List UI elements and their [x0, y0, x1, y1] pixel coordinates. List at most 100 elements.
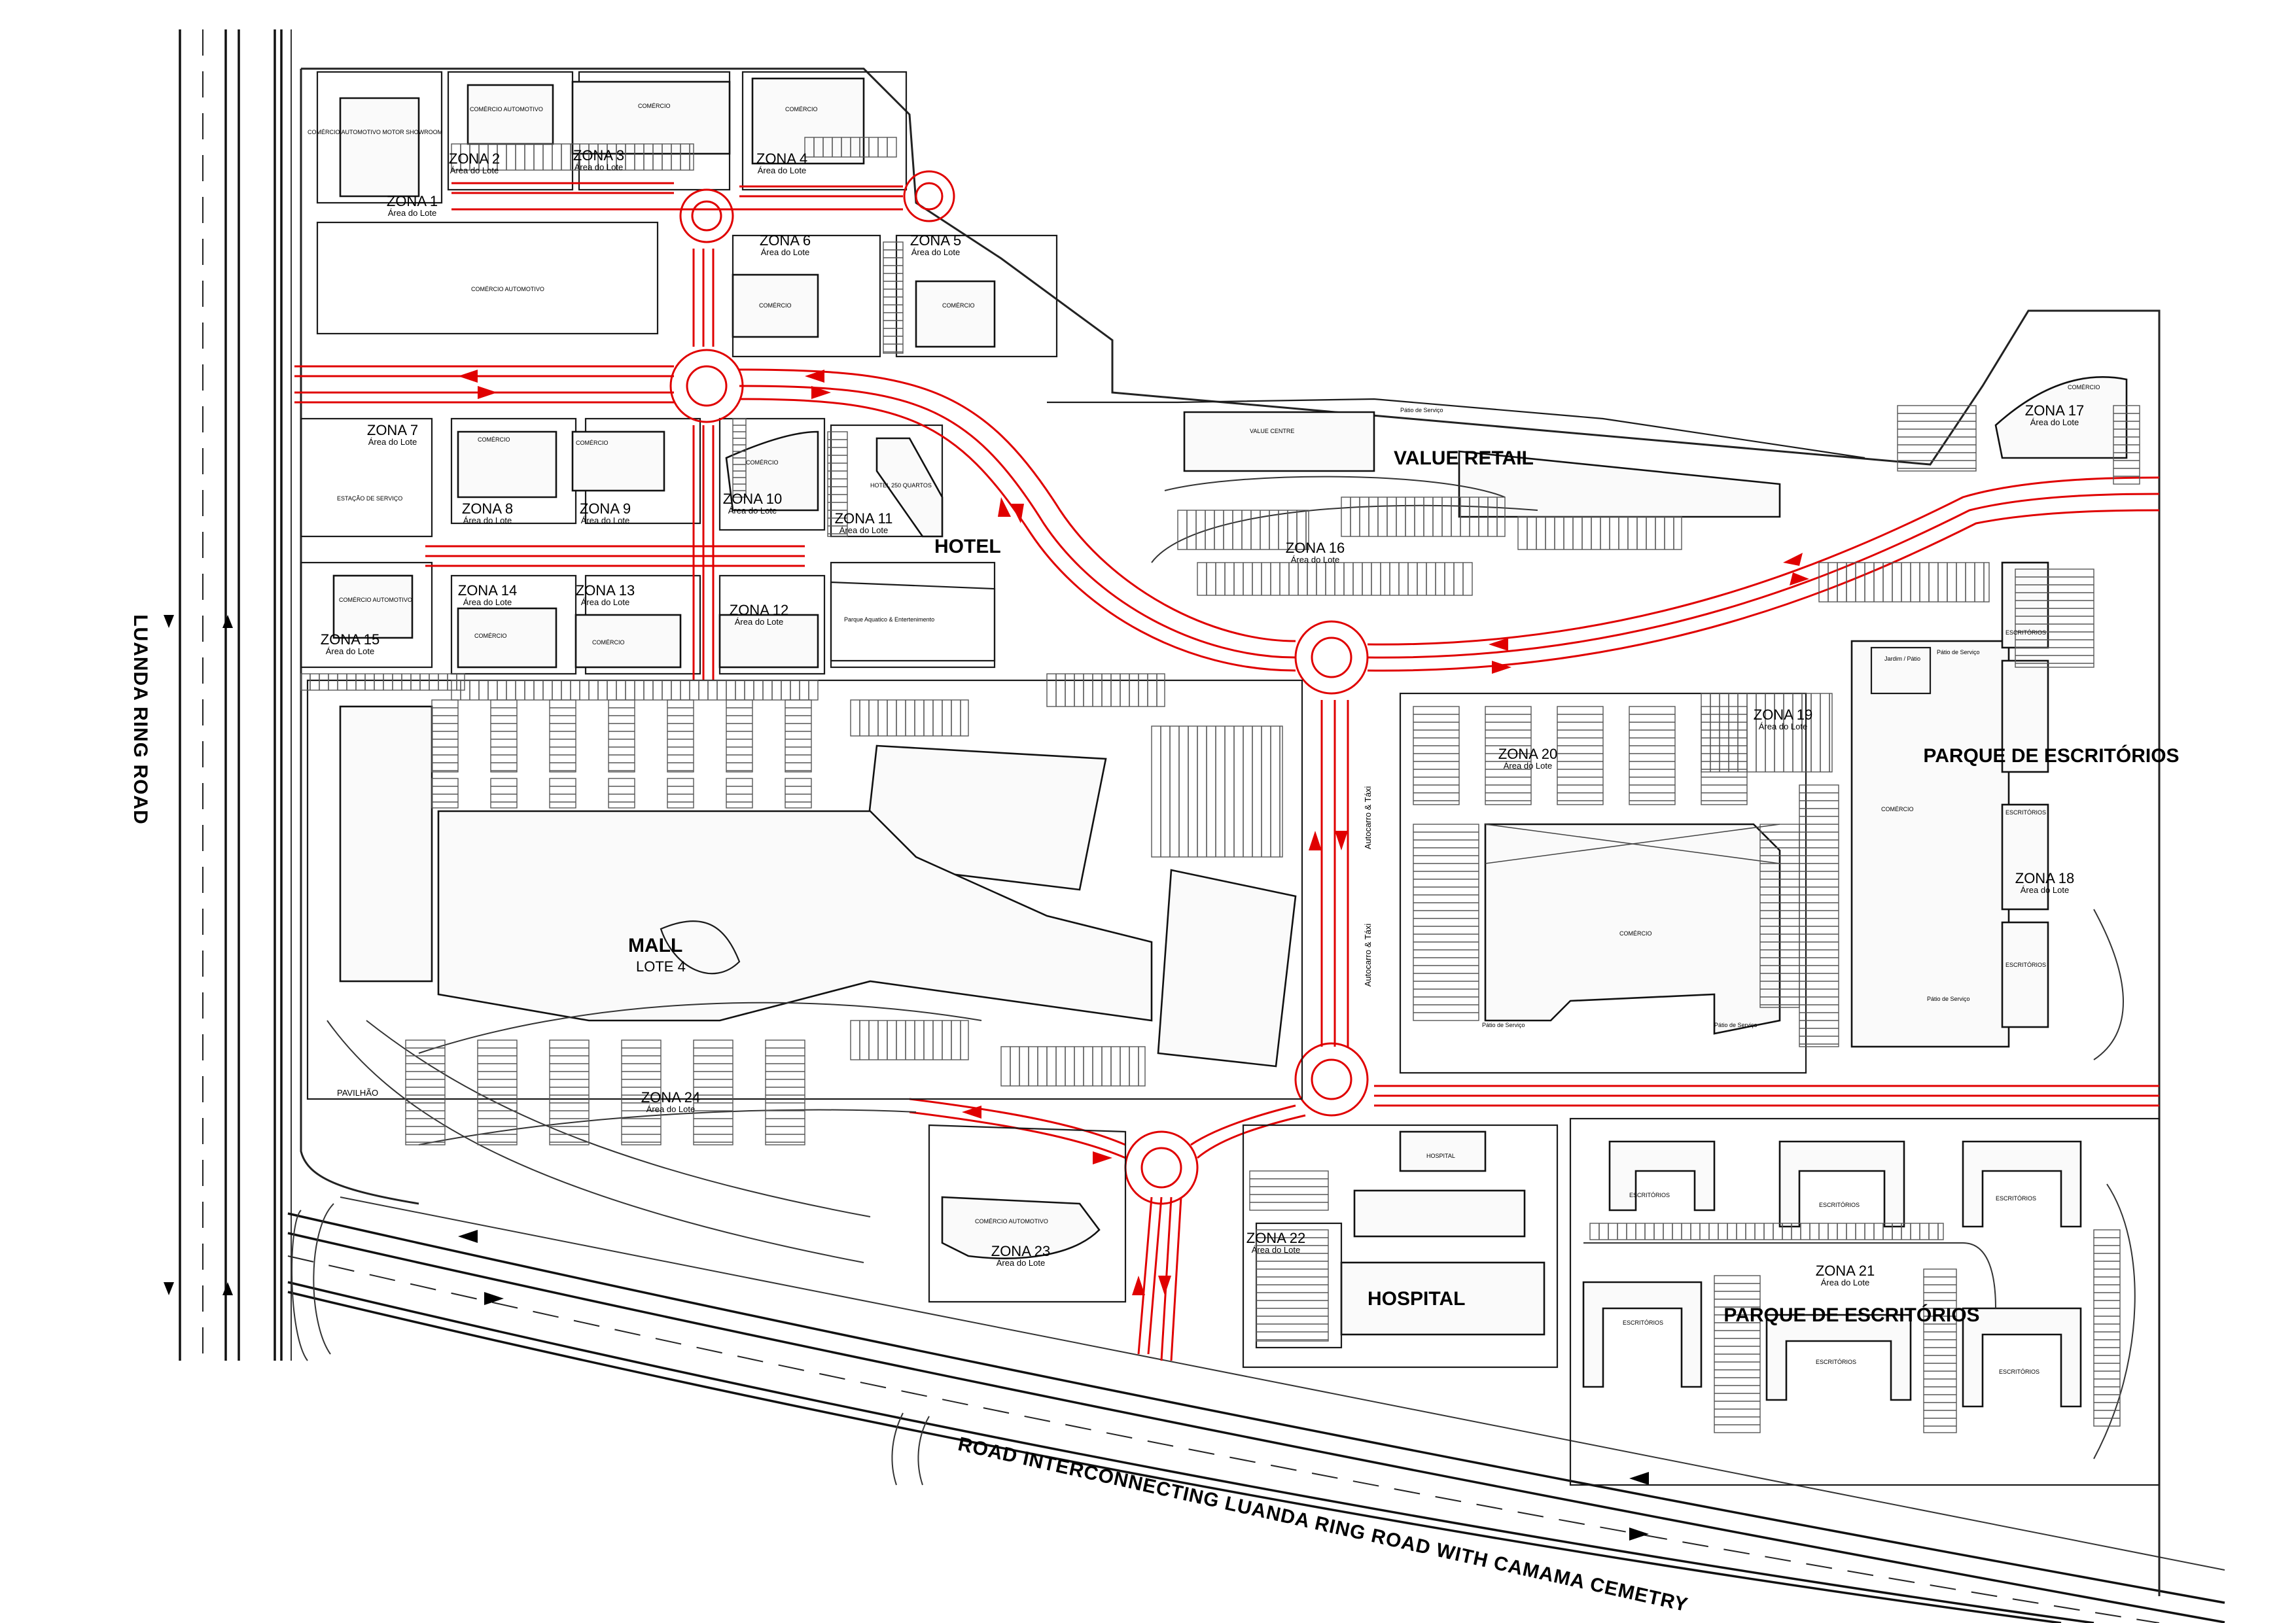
parking-block-48	[2093, 1229, 2121, 1427]
zone-sublabel-z7: Área do Lote	[368, 437, 417, 447]
parking-block-53	[827, 431, 848, 537]
zone-label-z13: ZONA 13	[576, 582, 635, 599]
zone-sublabel-z22: Área do Lote	[1252, 1245, 1300, 1255]
zone-sublabel-z9: Área do Lote	[581, 515, 629, 525]
bld-comercio-z8: COMÉRCIO	[478, 436, 510, 443]
parking-block-31	[1413, 824, 1479, 1021]
parking-block-32	[1759, 824, 1800, 1008]
roundabout-south	[1294, 1042, 1369, 1117]
parking-block-22	[693, 1039, 733, 1145]
bld-escritorios-s6: ESCRITÓRIOS	[1999, 1369, 2040, 1375]
parking-block-5	[549, 699, 576, 773]
zone-sublabel-z8: Área do Lote	[463, 515, 512, 525]
parking-block-14	[785, 778, 812, 809]
bld-comercio-z4: COMÉRCIO	[785, 106, 818, 113]
parking-block-55	[300, 673, 465, 691]
parking-block-18	[405, 1039, 446, 1145]
parking-block-23	[765, 1039, 805, 1145]
bld-hospital-small: HOSPITAL	[1426, 1153, 1455, 1159]
parking-block-27	[1485, 706, 1532, 805]
zone-sublabel-z18: Área do Lote	[2021, 885, 2069, 895]
zone-sublabel-z6: Área do Lote	[761, 247, 809, 257]
zone-label-z19: ZONA 19	[1754, 707, 1812, 723]
bld-value-centre: VALUE CENTRE	[1250, 428, 1294, 434]
parking-block-46	[1714, 1275, 1761, 1433]
bld-patio-servico-z19b: Pátio de Serviço	[1927, 996, 1970, 1002]
zone-23-parcel	[928, 1124, 1127, 1303]
zone-sublabel-z11: Área do Lote	[839, 525, 888, 535]
parking-block-34	[1799, 784, 1839, 1047]
parking-block-47	[1923, 1268, 1957, 1433]
parking-block-26	[1413, 706, 1460, 805]
parking-block-41	[1897, 405, 1977, 472]
bld-escritorios-e2: ESCRITÓRIOS	[2005, 809, 2046, 816]
parking-block-39	[1517, 516, 1682, 550]
parking-block-29	[1629, 706, 1676, 805]
district-hospital: HOSPITAL	[1368, 1288, 1465, 1310]
district-mall-lot: LOTE 4	[636, 958, 686, 975]
district-mall: MALL	[628, 935, 682, 956]
zone-sublabel-z1: Área do Lote	[388, 208, 436, 218]
zone-label-z15: ZONA 15	[321, 631, 380, 648]
parking-block-44	[1256, 1229, 1329, 1342]
zone-sublabel-z3: Área do Lote	[574, 162, 623, 172]
bld-comercio-auto-showroom: COMÉRCIO AUTOMOTIVO MOTOR SHOWROOM	[308, 129, 442, 135]
parking-block-50	[804, 137, 897, 158]
parking-block-49	[883, 241, 904, 354]
east-office-park	[1994, 376, 2128, 1060]
parking-block-19	[477, 1039, 518, 1145]
parking-block-2	[431, 778, 459, 809]
zone-label-z23: ZONA 23	[991, 1243, 1050, 1259]
parking-block-28	[1557, 706, 1604, 805]
parking-stall-arrays	[300, 137, 2140, 1433]
parking-block-35	[2015, 568, 2094, 668]
zone-label-z4: ZONA 4	[756, 150, 807, 167]
zone-label-z2: ZONA 2	[449, 150, 500, 167]
zone-label-z17: ZONA 17	[2025, 402, 2084, 419]
parking-block-36	[1818, 562, 1990, 602]
bld-comercio-auto-z15: COMÉRCIO AUTOMOTIVO	[339, 597, 412, 603]
bld-hotel-250: HOTEL 250 QUARTOS	[870, 482, 932, 489]
roundabout-main-west	[669, 349, 744, 423]
district-offices-east-text: PARQUE DE ESCRITÓRIOS	[1923, 744, 2179, 767]
bld-escritorios-e3: ESCRITÓRIOS	[2005, 962, 2046, 968]
zone-label-z8: ZONA 8	[462, 500, 513, 517]
parking-block-24	[850, 1020, 969, 1060]
bld-comercio-z3: COMÉRCIO	[638, 103, 671, 109]
parking-block-10	[667, 778, 694, 809]
zone-sublabel-z13: Área do Lote	[581, 597, 629, 607]
bld-escritorios-s3: ESCRITÓRIOS	[1996, 1195, 2036, 1202]
parking-block-21	[621, 1039, 662, 1145]
parking-block-9	[667, 699, 694, 773]
roundabout-central	[1294, 620, 1369, 695]
bld-patio-servico-z20a: Pátio de Serviço	[1482, 1022, 1525, 1028]
zone-label-z7: ZONA 7	[367, 422, 418, 438]
roundabout-southwest	[1124, 1130, 1199, 1205]
parking-block-20	[549, 1039, 590, 1145]
zone-sublabel-z14: Área do Lote	[463, 597, 512, 607]
value-retail-block	[1047, 398, 1865, 563]
parking-block-42	[2113, 405, 2140, 485]
road-label-interconnect: ROAD INTERCONNECTING LUANDA RING ROAD WI…	[956, 1433, 1690, 1616]
zone-sublabel-z5: Área do Lote	[911, 247, 960, 257]
bld-comercio-z19: COMÉRCIO	[1881, 806, 1914, 812]
bld-pavilhao: PAVILHÃO	[337, 1088, 378, 1098]
district-offices-south: PARQUE DE ESCRITÓRIOS	[1723, 1304, 1979, 1326]
road-label-bus-taxi-b: Autocarro & Táxi	[1363, 924, 1373, 987]
hospital-zone-22	[1242, 1124, 1559, 1369]
zone-sublabel-z15: Área do Lote	[326, 646, 374, 656]
zone-sublabel-z24: Área do Lote	[646, 1104, 695, 1114]
roundabout-n1	[679, 188, 734, 243]
zone-label-z3: ZONA 3	[573, 147, 624, 164]
parking-block-13	[785, 699, 812, 773]
parking-block-1	[431, 699, 459, 773]
bld-escritorios-s1: ESCRITÓRIOS	[1629, 1192, 1670, 1198]
east-retail-zone-20	[1399, 692, 1807, 1074]
road-label-bus-taxi-a: Autocarro & Táxi	[1363, 786, 1373, 850]
parking-block-38	[1341, 497, 1506, 537]
bld-comercio-z20: COMÉRCIO	[1619, 930, 1652, 937]
parking-block-40	[1197, 562, 1473, 596]
bld-escritorios-e1: ESCRITÓRIOS	[2005, 629, 2046, 636]
